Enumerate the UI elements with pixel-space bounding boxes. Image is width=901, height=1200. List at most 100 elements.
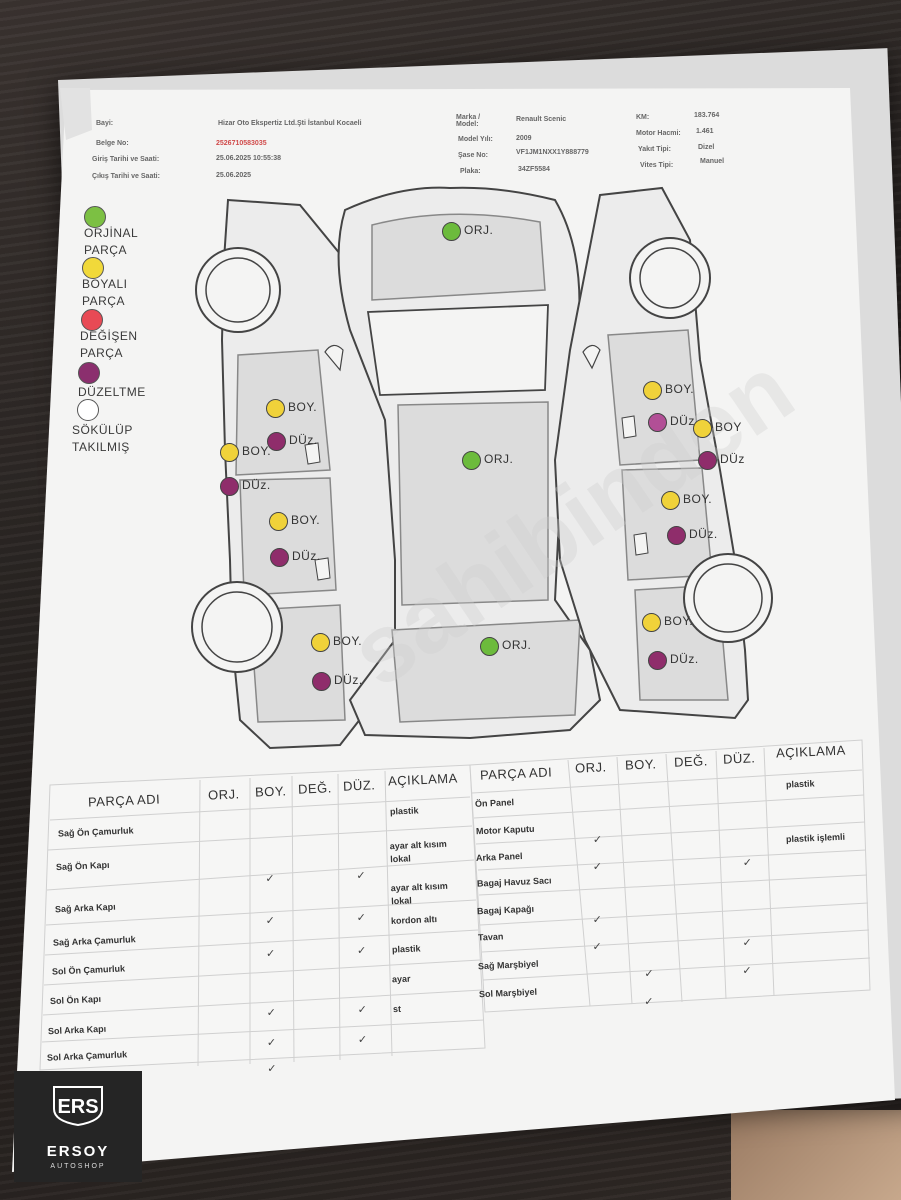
mark-label-roof: ORJ. (464, 223, 494, 237)
mark-label-l-rear-door-duz: DÜz. (292, 549, 321, 563)
km-value: 183.764 (694, 112, 720, 119)
fuel-label: Yakıt Tipi: (638, 146, 671, 153)
table_left-header-1: ORJ. (207, 786, 240, 803)
check-mark-boy: ✓ (265, 872, 275, 885)
floor-corner (731, 1110, 901, 1200)
dealer-value: Hizar Oto Ekspertiz Ltd.Şti İstanbul Koc… (218, 120, 362, 127)
check-mark-boy: ✓ (265, 914, 275, 927)
entry-date-value: 25.06.2025 10:55:38 (216, 155, 281, 162)
check-mark-boy: ✓ (265, 947, 276, 960)
mark-label-r-rear-door-duz: DÜz. (689, 527, 718, 541)
mark-dot-l-front-door-duz (267, 432, 286, 451)
logo-subtitle: AUTOSHOP (50, 1163, 106, 1170)
fuel-value: Dizel (698, 144, 715, 151)
table_left-header-4: DÜZ. (342, 777, 376, 794)
gear-label: Vites Tipi: (640, 162, 674, 169)
legend-swatch (78, 362, 100, 384)
table-row-part-name: Arka Panel (475, 850, 523, 864)
table_left-header-3: DEĞ. (297, 780, 333, 797)
table-row-note: kordon altı (391, 914, 438, 926)
folded-corner (60, 88, 92, 140)
table-row-note: plastik işlemli (785, 831, 845, 845)
check-mark-orj: ✓ (592, 861, 603, 873)
legend-label: DÜZELTME (78, 385, 146, 399)
chassis-value: VF1JM1NXX1Y888779 (516, 149, 589, 156)
check-mark-boy: ✓ (266, 1036, 277, 1049)
mark-label-l-rear-fender-boy: BOY. (333, 634, 363, 648)
legend-swatch (84, 206, 106, 228)
table_right-header-4: DÜZ. (722, 750, 756, 767)
mark-dot-r-rear-door-boy (661, 491, 680, 510)
model-year-value: 2009 (516, 135, 532, 142)
mark-dot-l-rear-fender-duz (312, 672, 331, 691)
tables-grid (39, 739, 871, 1071)
km-label: KM: (636, 114, 650, 121)
legend-label: ORJİNAL PARÇA (84, 226, 139, 257)
table-row-note: st (392, 1003, 402, 1015)
engine-value: 1.461 (696, 128, 714, 135)
mark-label-l-sill-duz: DÜz. (242, 478, 271, 492)
mark-dot-r-rear-door-duz (667, 526, 686, 545)
check-mark-duz: ✓ (742, 856, 753, 869)
mark-dot-r-rear-fender-boy (642, 613, 661, 632)
legend-label: DEĞİŞEN PARÇA (80, 329, 138, 360)
plate-label: Plaka: (460, 168, 481, 175)
mark-label-trunk: ORJ. (502, 638, 532, 652)
check-mark-duz: ✓ (356, 911, 366, 924)
chassis-label: Şase No: (458, 152, 488, 159)
mark-label-hood: ORJ. (484, 452, 514, 466)
mark-dot-l-front-door-boy (266, 399, 285, 418)
mark-dot-l-rear-door-duz (270, 548, 289, 567)
table-row-note: plastik (785, 778, 815, 790)
mark-label-r-front-door-boy: BOY. (665, 382, 695, 396)
table_right-header-0: PARÇA ADI (479, 764, 553, 783)
legend-swatch (77, 399, 99, 421)
gear-value: Manuel (700, 158, 725, 165)
plate-value: 34ZF5584 (518, 166, 550, 173)
table-row-part-name: Tavan (477, 931, 504, 943)
mark-label-r-sill-boy: BOY (715, 420, 742, 434)
mark-dot-hood (462, 451, 481, 470)
check-mark-duz: ✓ (742, 936, 752, 949)
table_right-header-5: AÇIKLAMA (775, 742, 847, 761)
mark-dot-l-sill-duz (220, 477, 239, 496)
document-no-label: Belge No: (96, 140, 129, 147)
car-diagram (191, 186, 773, 750)
mark-label-r-front-door-duz: DÜz. (670, 414, 699, 428)
legend-label: BOYALI PARÇA (82, 277, 128, 308)
check-mark-boy: ✓ (644, 967, 654, 980)
legend-swatch (81, 309, 103, 331)
table_left-header-5: AÇIKLAMA (387, 770, 459, 789)
check-mark-duz: ✓ (356, 869, 366, 882)
table-row-part-name: Ön Panel (474, 797, 515, 809)
entry-date-label: Giriş Tarihi ve Saati: (92, 156, 160, 163)
table_left-header-0: PARÇA ADI (87, 791, 161, 810)
mark-dot-l-rear-door-boy (269, 512, 288, 531)
mark-dot-l-rear-fender-boy (311, 633, 330, 652)
ers-shield-icon: ERS (53, 1086, 103, 1127)
table_right-header-1: ORJ. (574, 759, 607, 776)
mark-label-r-rear-fender-boy: BOY. (664, 614, 694, 628)
legend-label: SÖKÜLÜP TAKILMIŞ (72, 423, 133, 454)
mark-label-r-rear-door-boy: BOY. (683, 492, 713, 506)
table_right-header-3: DEĞ. (673, 753, 709, 770)
check-mark-duz: ✓ (357, 1033, 368, 1046)
check-mark-orj: ✓ (592, 914, 602, 926)
mark-dot-r-front-door-duz (648, 413, 667, 432)
mark-label-r-sill-duz: DÜz (720, 452, 745, 466)
check-mark-orj: ✓ (592, 941, 602, 953)
dealer-label: Bayi: (96, 120, 114, 127)
mark-label-r-rear-fender-duz: DÜz. (670, 652, 699, 666)
table_right-header-2: BOY. (624, 756, 657, 773)
logo-name: ERSOY (46, 1143, 110, 1160)
mark-label-l-sill-boy: BOY. (242, 444, 272, 458)
mark-label-l-rear-fender-duz: DÜz. (334, 673, 363, 687)
check-mark-boy: ✓ (266, 1006, 276, 1019)
mark-dot-r-sill-duz (698, 451, 717, 470)
exit-date-label: Çıkış Tarihi ve Saati: (92, 173, 160, 180)
check-mark-duz: ✓ (742, 964, 752, 977)
make-model-value: Renault Scenic (516, 116, 567, 123)
table-row-note: plastik (391, 943, 421, 955)
